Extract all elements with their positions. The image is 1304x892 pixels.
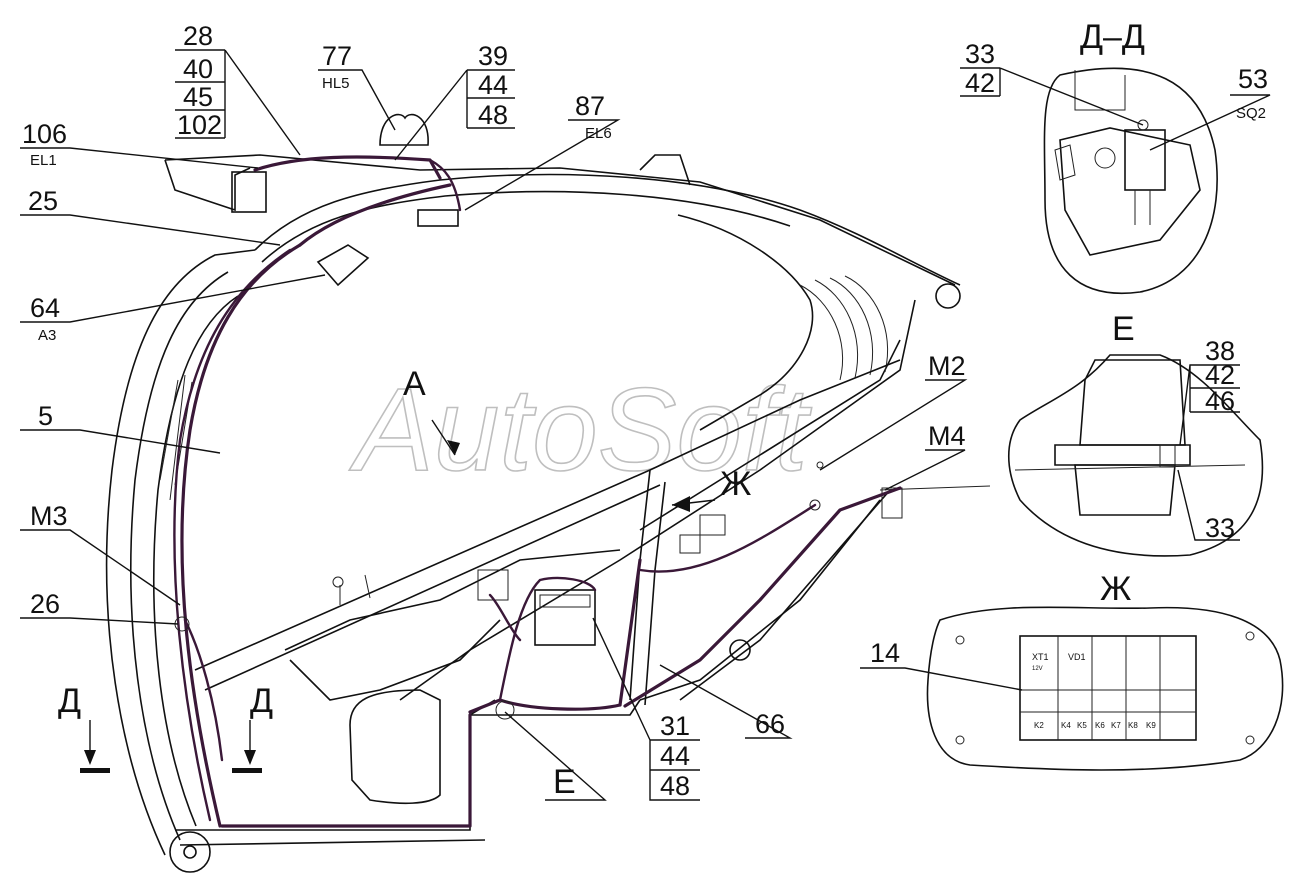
callout-44b: 44 (660, 741, 690, 771)
callout-45: 45 (183, 82, 213, 112)
callout-77: 77 (322, 41, 352, 71)
view-marker-a: А (403, 365, 426, 403)
callout-5: 5 (38, 401, 53, 431)
callout-28: 28 (183, 21, 213, 51)
callout-48: 48 (478, 100, 508, 130)
callout-87-sub: EL6 (585, 125, 612, 142)
callout-31: 31 (660, 711, 690, 741)
callout-38: 38 (1205, 336, 1235, 366)
callout-66: 66 (755, 709, 785, 739)
callout-53-sub: SQ2 (1236, 105, 1266, 122)
callout-46: 46 (1205, 386, 1235, 416)
fuse-12v: 12V (1032, 666, 1043, 672)
callout-64: 64 (30, 293, 60, 323)
relay-k2: K2 (1034, 721, 1044, 730)
detail-view-d: Д–Д 33 42 53 SQ2 (960, 18, 1271, 294)
relay-k4: K4 (1061, 721, 1071, 730)
connector-markers (174, 461, 824, 720)
view-d-title: Д–Д (1080, 18, 1145, 56)
callout-25: 25 (28, 186, 58, 216)
callout-102: 102 (177, 110, 222, 140)
harness-routing (173, 155, 902, 828)
relay-k6: K6 (1095, 721, 1105, 730)
callout-42b: 42 (1205, 360, 1235, 390)
view-arrow-e: Е (553, 763, 576, 801)
callout-87: 87 (575, 91, 605, 121)
callout-33a: 33 (965, 39, 995, 69)
callout-40: 40 (183, 54, 213, 84)
relay-k7: K7 (1111, 721, 1121, 730)
callout-M2: M2 (928, 351, 966, 381)
relay-k9: K9 (1146, 721, 1156, 730)
fuse-vd1: VD1 (1068, 652, 1086, 662)
callout-M4: M4 (928, 421, 966, 451)
callout-106-sub: EL1 (30, 152, 57, 169)
detail-view-e: Е 38 42 46 33 (1007, 310, 1264, 557)
relay-k5: K5 (1077, 721, 1087, 730)
cab-frame (105, 113, 991, 873)
callout-labels: 28 40 45 102 77 HL5 39 44 48 87 EL6 106 … (22, 21, 966, 801)
cut-d-left: Д (58, 682, 81, 720)
detail-view-zh: Ж XT1 12V VD1 K2 K4 K5 K6 K7 K8 K9 14 (860, 570, 1284, 771)
cut-d-right: Д (250, 682, 273, 720)
callout-77-sub: HL5 (322, 75, 350, 92)
callout-53: 53 (1238, 64, 1268, 94)
view-zh-title: Ж (1100, 570, 1131, 608)
callout-33b: 33 (1205, 513, 1235, 543)
callout-44: 44 (478, 70, 508, 100)
callout-26: 26 (30, 589, 60, 619)
relay-k8: K8 (1128, 721, 1138, 730)
leader-lines (20, 49, 968, 801)
callout-106: 106 (22, 119, 67, 149)
callout-14: 14 (870, 638, 900, 668)
view-arrow-zh: Ж (720, 465, 751, 503)
callout-39: 39 (478, 41, 508, 71)
fuse-xt1: XT1 (1032, 652, 1049, 662)
callout-42a: 42 (965, 68, 995, 98)
view-e-title: Е (1112, 310, 1135, 348)
callout-64-sub: A3 (38, 327, 56, 344)
callout-M3: M3 (30, 501, 68, 531)
callout-48b: 48 (660, 771, 690, 801)
